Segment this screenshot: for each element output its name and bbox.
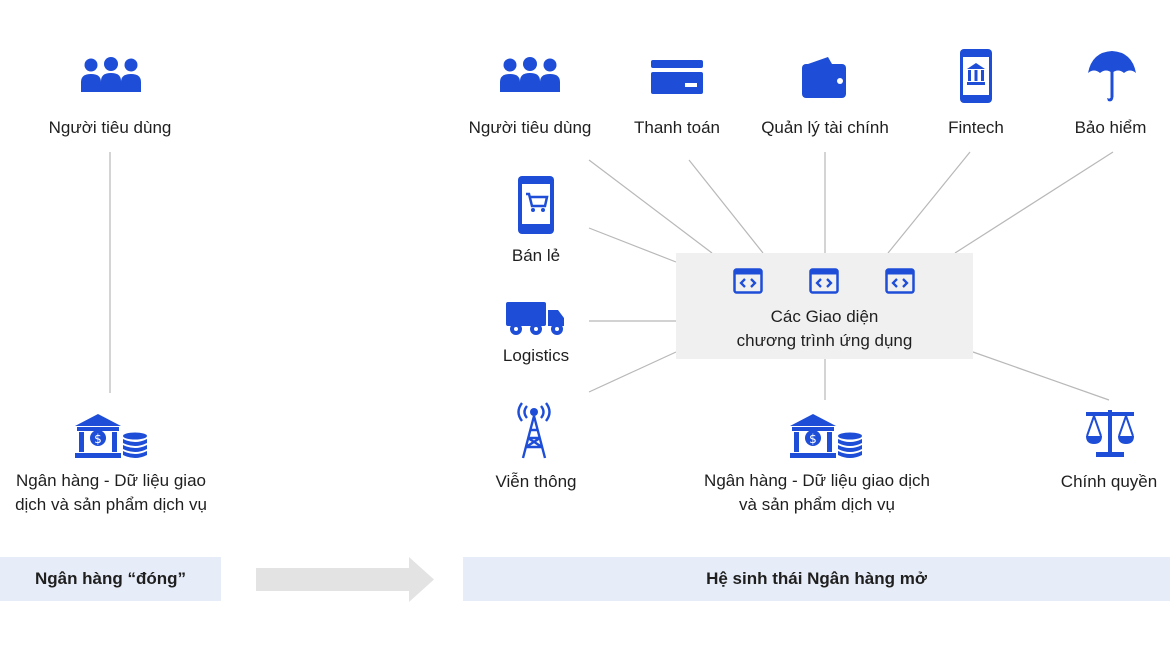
users-icon (499, 56, 561, 96)
api-label-line1: Các Giao diện (770, 307, 879, 326)
left-node-label-logistics: Logistics (502, 346, 570, 365)
left-node-label-telecom: Viễn thông (495, 472, 577, 491)
top-node-label-payment: Thanh toán (633, 118, 720, 137)
connector-consumer (588, 159, 713, 254)
top-node-label-insurance: Bảo hiểm (1074, 118, 1147, 137)
connector-retail (588, 227, 677, 263)
credit-card-icon (651, 60, 703, 94)
closed-consumer-label: Người tiêu dùng (48, 118, 172, 137)
open-bank-label-line1: Ngân hàng - Dữ liệu giao dịch (704, 471, 930, 490)
umbrella-icon (1088, 49, 1136, 105)
bank-data-icon: $ (74, 412, 150, 460)
antenna-tower-icon (514, 402, 554, 460)
api-hub: Các Giao diện chương trình ứng dụng (676, 253, 973, 359)
api-code-icon (885, 268, 915, 294)
connector-fintech (887, 151, 971, 254)
connector-payment (688, 159, 764, 254)
svg-text:$: $ (809, 432, 817, 446)
connector-government (972, 351, 1110, 401)
api-label-line2: chương trình ứng dụng (736, 331, 913, 350)
svg-text:$: $ (94, 432, 102, 446)
left-node-label-retail: Bán lẻ (511, 246, 561, 265)
wallet-icon (802, 56, 848, 98)
closed-bank-label-line2: dịch và sản phẩm dịch vụ (15, 495, 207, 514)
bank-data-icon: $ (789, 412, 865, 460)
mobile-bank-icon (960, 49, 992, 103)
open-bank-label-line2: và sản phẩm dịch vụ (739, 495, 895, 514)
api-code-icon (809, 268, 839, 294)
connector-telecom (588, 351, 677, 393)
users-icon (80, 56, 142, 96)
open-bank-banner: Hệ sinh thái Ngân hàng mở (463, 557, 1170, 601)
top-node-label-consumer: Người tiêu dùng (468, 118, 592, 137)
transition-arrow-icon (256, 557, 436, 607)
connector-insurance (954, 151, 1114, 254)
scales-icon (1084, 410, 1136, 460)
government-label: Chính quyền (1060, 472, 1158, 491)
closed-bank-label-line1: Ngân hàng - Dữ liệu giao (16, 471, 206, 490)
mobile-cart-icon (518, 176, 554, 234)
top-node-label-fintech: Fintech (948, 118, 1004, 137)
api-code-icon (733, 268, 763, 294)
top-node-label-finance: Quản lý tài chính (761, 118, 889, 137)
closed-bank-banner: Ngân hàng “đóng” (0, 557, 221, 601)
truck-icon (506, 300, 566, 336)
